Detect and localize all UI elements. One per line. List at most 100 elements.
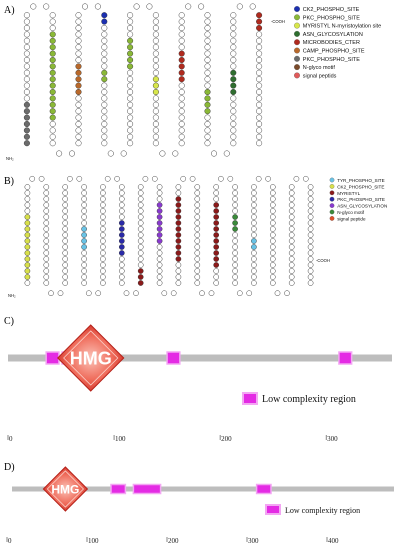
residue-circle: [251, 232, 257, 238]
residue-circle: [152, 101, 159, 108]
residue-circle: [204, 69, 211, 76]
residue-circle: [75, 76, 82, 83]
residue-circle: [178, 56, 185, 64]
residue-circle: [269, 232, 276, 238]
legend-swatch: [294, 72, 300, 79]
residue-circle: [81, 250, 87, 256]
residue-circle: [24, 250, 31, 256]
residue-circle: [49, 18, 56, 25]
legend-swatch: [329, 209, 335, 215]
residue-circle: [269, 220, 276, 226]
residue-circle: [256, 95, 263, 102]
residue-circle: [156, 244, 163, 250]
residue-circle: [49, 140, 56, 147]
residue-circle: [101, 50, 108, 57]
residue-circle: [118, 190, 125, 196]
legend-label: PKC_PHOSPHO_SITE: [337, 197, 385, 202]
residue-circle: [75, 24, 82, 32]
residue-circle: [230, 120, 237, 128]
residue-circle: [156, 202, 163, 208]
residue-circle: [43, 238, 50, 244]
residue-circle: [127, 133, 134, 140]
panel-label-d: D): [4, 462, 15, 473]
legend-label: PKC_PHOSPHO_SITE: [303, 57, 360, 63]
residue-circle: [204, 63, 211, 70]
legend-label: CK2_PHOSPHO_SITE: [303, 7, 360, 13]
residue-circle: [100, 202, 106, 208]
residue-circle: [230, 31, 237, 38]
residue-circle: [127, 101, 134, 108]
residue-circle: [269, 262, 276, 268]
residue-circle: [178, 133, 185, 140]
residue-circle: [94, 3, 101, 10]
residue-circle: [156, 232, 163, 238]
residue-circle: [178, 31, 185, 38]
residue-circle: [256, 31, 263, 38]
residue-circle: [24, 268, 31, 274]
residue-circle: [178, 95, 185, 102]
residue-circle: [100, 244, 106, 250]
residue-circle: [81, 190, 87, 196]
residue-circle: [137, 250, 144, 256]
residue-circle: [213, 268, 220, 274]
residue-circle: [269, 184, 276, 190]
legend-b: TYR_PHOSPHO_SITECK2_PHOSPHO_SITEMYRISTYL…: [329, 177, 387, 221]
residue-circle: [288, 250, 295, 256]
residue-circle: [185, 3, 192, 10]
residue-circle: [175, 190, 182, 196]
low-complexity-region: [166, 351, 181, 365]
residue-circle: [175, 250, 182, 256]
residue-circle: [67, 175, 73, 182]
residue-circle: [307, 190, 314, 196]
residue-circle: [232, 208, 238, 214]
n-terminus-label-b: NH₂: [8, 293, 16, 298]
residue-circle: [75, 18, 82, 25]
residue-circle: [137, 280, 144, 286]
residue-circle: [251, 220, 257, 226]
residue-circle: [175, 214, 182, 220]
residue-circle: [256, 101, 263, 108]
residue-circle: [137, 268, 144, 274]
residue-circle: [62, 208, 69, 214]
residue-circle: [118, 280, 125, 286]
residue-circle: [156, 262, 163, 268]
residue-circle: [156, 238, 163, 244]
residue-circle: [81, 280, 87, 286]
legend-swatch: [329, 190, 335, 196]
lcr-legend-swatch-d: [265, 504, 281, 515]
residue-circle: [49, 44, 56, 51]
residue-circle: [24, 184, 31, 190]
residue-circle: [127, 69, 134, 76]
residue-circle: [152, 56, 159, 64]
residue-circle: [49, 12, 56, 19]
residue-circle: [118, 274, 125, 280]
residue-circle: [178, 24, 185, 32]
residue-circle: [256, 37, 263, 44]
residue-circle: [101, 37, 108, 44]
hmg-domain-highlight: [46, 470, 85, 508]
residue-circle: [194, 238, 201, 244]
residue-circle: [175, 268, 182, 274]
residue-circle: [127, 82, 134, 89]
residue-circle: [232, 214, 238, 220]
residue-circle: [269, 256, 276, 262]
axis-tick-label: 300: [327, 435, 338, 443]
residue-circle: [251, 214, 257, 220]
residue-circle: [75, 56, 82, 64]
residue-circle: [256, 18, 263, 25]
residue-circle: [230, 50, 237, 57]
protein-backbone: [12, 486, 394, 492]
residue-circle: [156, 256, 163, 262]
residue-circle: [23, 95, 30, 102]
residue-circle: [152, 76, 159, 83]
residue-circle: [24, 208, 31, 214]
residue-circle: [76, 175, 83, 182]
residue-circle: [152, 69, 159, 76]
residue-circle: [236, 3, 243, 10]
residue-circle: [68, 150, 76, 157]
residue-circle: [137, 244, 144, 250]
residue-circle: [49, 95, 56, 102]
residue-circle: [230, 127, 237, 134]
legend-swatch: [294, 22, 300, 29]
